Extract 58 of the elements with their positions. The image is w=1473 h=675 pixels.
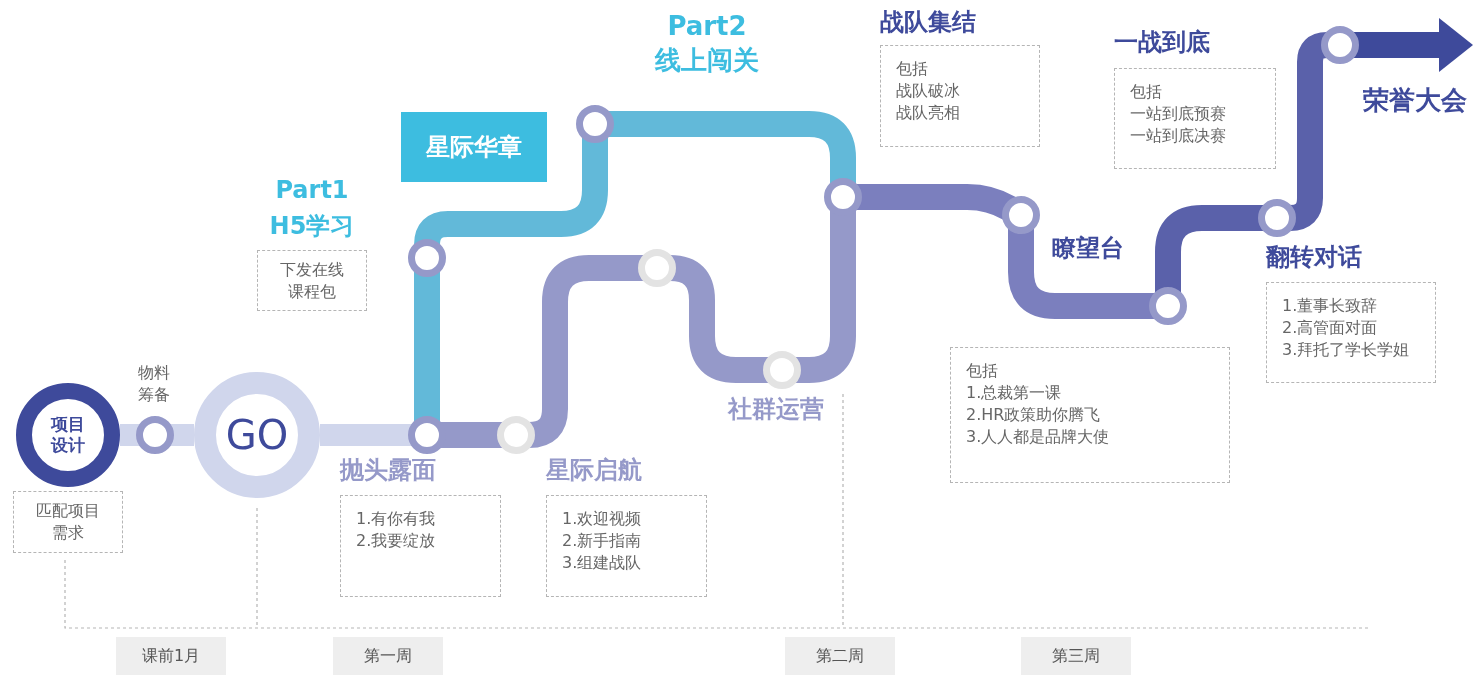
station-label: 社群运营 <box>728 394 825 425</box>
week-tag: 课前1月 <box>116 637 226 675</box>
route-line <box>795 210 856 383</box>
box-text: 下发在线课程包 <box>279 258 345 303</box>
list-item: 2.新手指南 <box>562 530 643 552</box>
station-marker <box>408 239 446 277</box>
list-item: 2.高管面对面 <box>1282 317 1379 339</box>
start-circle: 项目设计 <box>16 383 120 487</box>
station-label: 物料筹备 <box>138 362 171 406</box>
station-marker <box>1149 287 1187 325</box>
list-item: 一站到底预赛 <box>1130 103 1227 125</box>
list-item: 1.有你有我 <box>356 508 437 530</box>
station-marker <box>576 105 614 143</box>
box-text: 匹配项目需求 <box>35 500 101 544</box>
list-item: 战队亮相 <box>896 102 961 124</box>
route-line <box>1155 205 1264 293</box>
arrow <box>1353 18 1473 72</box>
list-item: 1.董事长致辞 <box>1282 295 1379 317</box>
stage-heading: 翻转对话 <box>1266 242 1362 273</box>
list-item: 1.总裁第一课 <box>966 382 1063 404</box>
station-marker <box>1321 26 1359 64</box>
week-tag: 第二周 <box>785 637 895 675</box>
route-line <box>168 424 194 446</box>
route-line <box>440 422 503 448</box>
station-marker <box>1258 199 1296 237</box>
list-item: 2.我要绽放 <box>356 530 437 552</box>
stage-heading: Part1 H5学习 <box>268 175 356 242</box>
list-item: 3.人人都是品牌大使 <box>966 426 1111 448</box>
station-marker <box>136 416 174 454</box>
station-label: 瞭望台 <box>1052 233 1125 264</box>
list-item: 包括 <box>966 360 999 382</box>
stage-heading: 一战到底 <box>1114 27 1210 58</box>
week-tag: 第三周 <box>1021 637 1131 675</box>
route-line <box>608 111 856 184</box>
stage-heading: 战队集结 <box>880 7 976 38</box>
title-banner: 星际华章 <box>401 112 547 182</box>
stage-heading: 抛头露面 <box>340 455 436 486</box>
list-item: 3.组建战队 <box>562 552 643 574</box>
station-marker <box>497 416 535 454</box>
station-marker <box>638 249 676 287</box>
go-circle: GO <box>194 372 320 498</box>
stage-heading: 荣誉大会 <box>1362 84 1468 117</box>
info-box <box>13 491 123 553</box>
list-item: 包括 <box>1130 81 1163 103</box>
list-item: 2.HR政策助你腾飞 <box>966 404 1102 426</box>
stage-heading: 星际启航 <box>546 455 642 486</box>
list-item: 1.欢迎视频 <box>562 508 643 530</box>
station-marker <box>763 351 801 389</box>
list-item: 包括 <box>896 58 929 80</box>
list-item: 3.拜托了学长学姐 <box>1282 339 1411 361</box>
list-item: 战队破冰 <box>896 80 961 102</box>
week-tag: 第一周 <box>333 637 443 675</box>
route-line <box>1008 228 1155 319</box>
station-marker <box>1002 196 1040 234</box>
stage-heading: Part2 线上闯关 <box>653 10 760 77</box>
info-box <box>950 347 1230 483</box>
list-item: 一站到底决赛 <box>1130 125 1227 147</box>
route-line <box>414 271 440 422</box>
